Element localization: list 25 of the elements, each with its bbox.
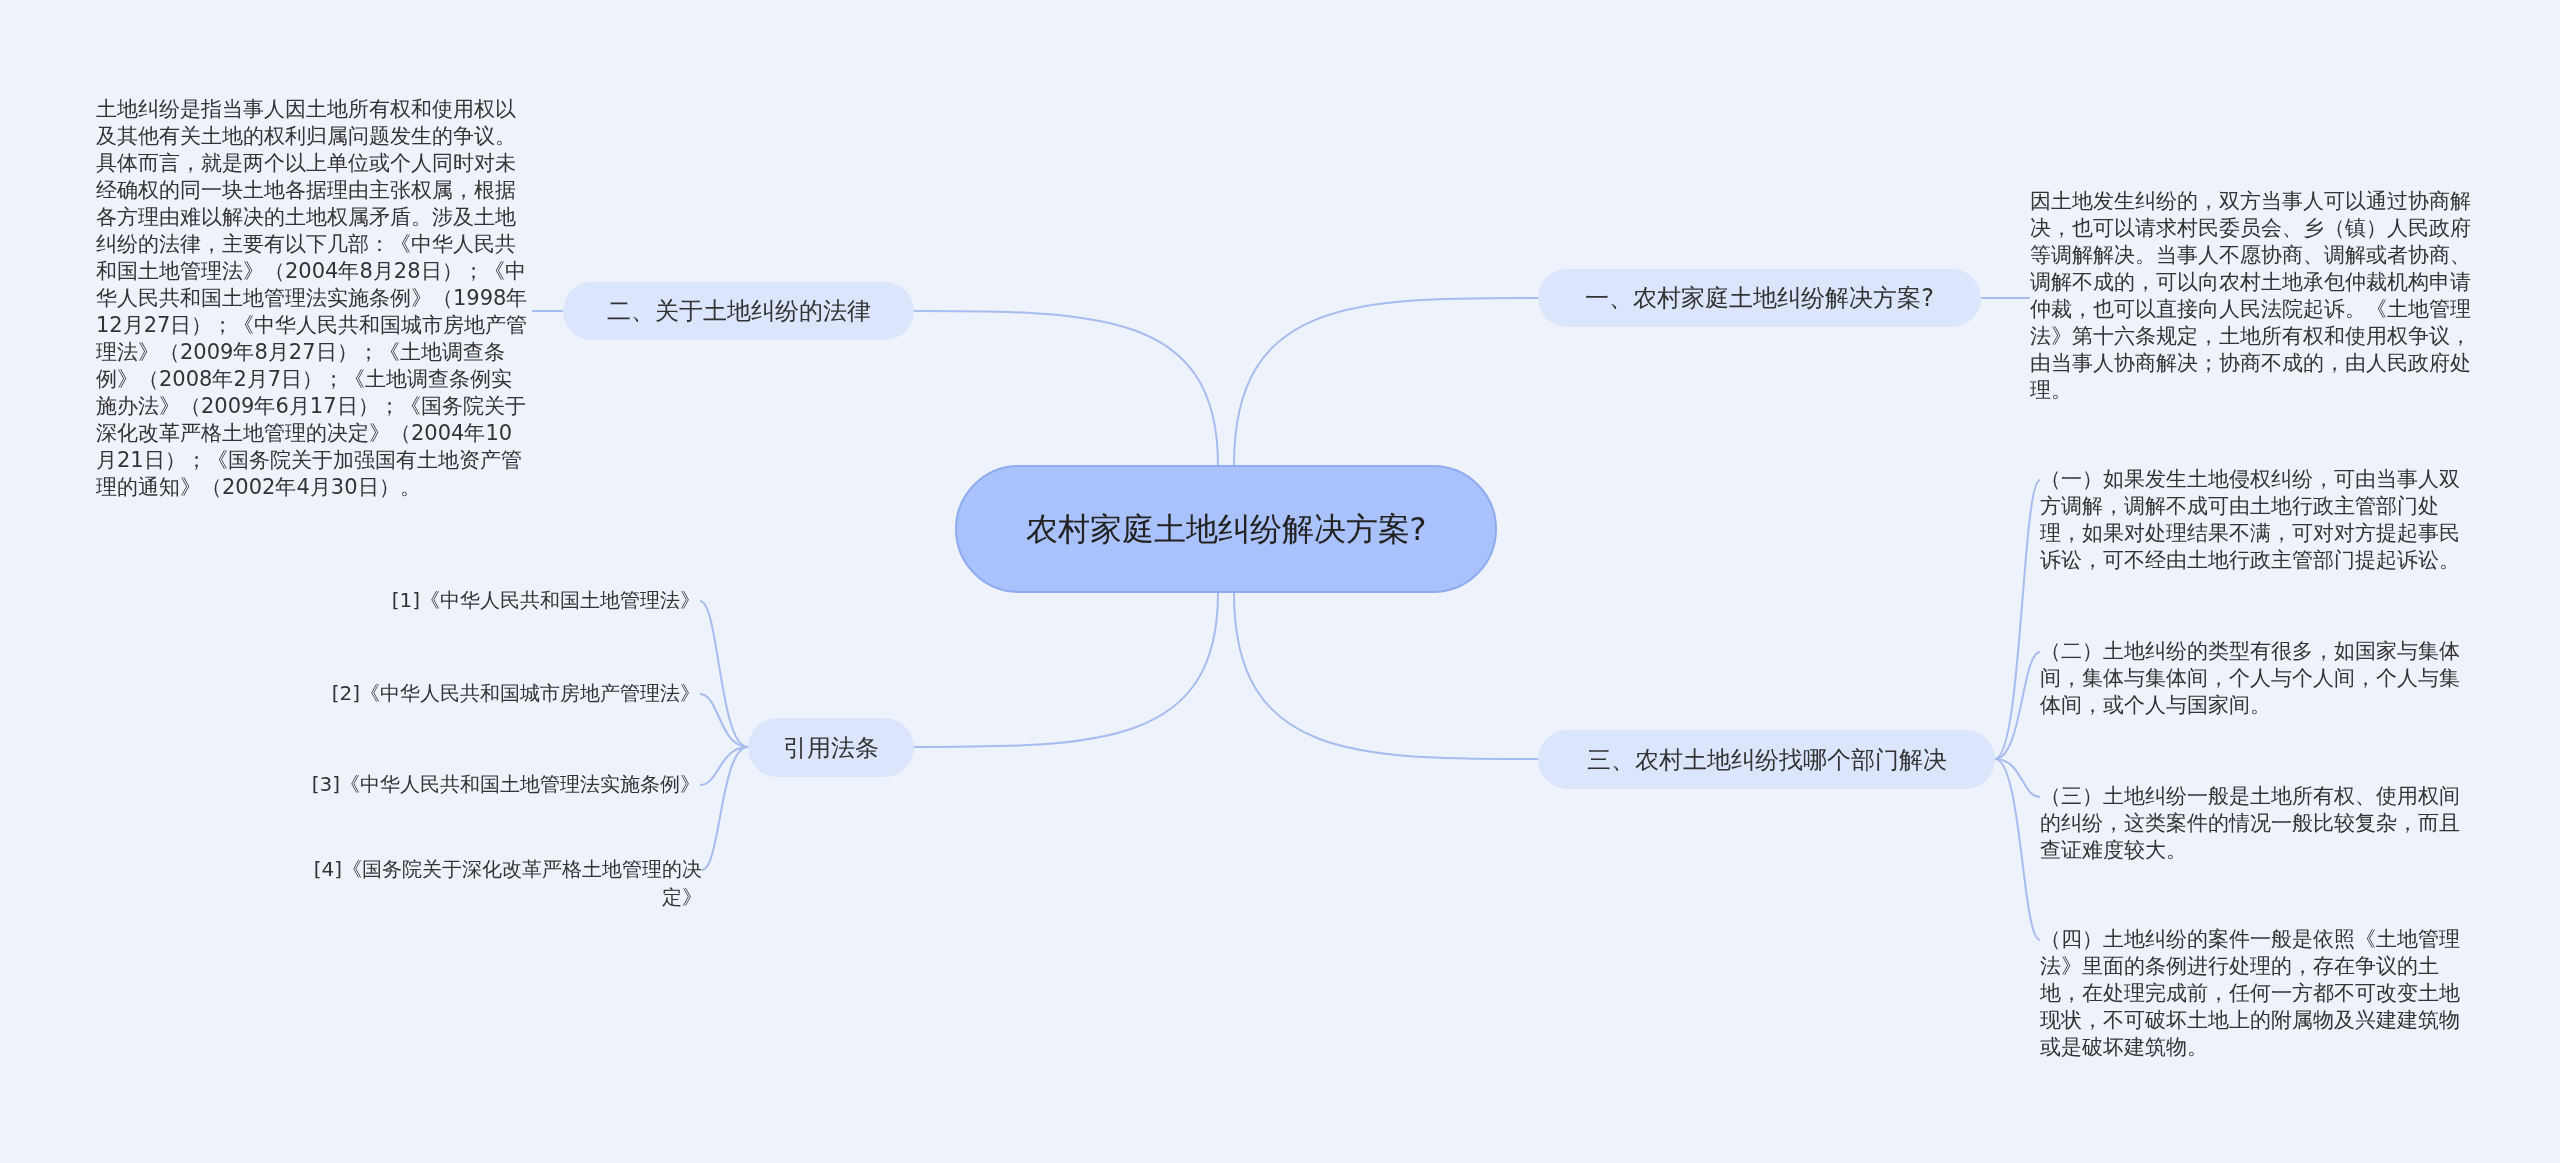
topic-box: 引用法条 <box>748 718 914 777</box>
topic-box: 二、关于土地纠纷的法律 <box>563 282 914 340</box>
note-text: （三）土地纠纷一般是土地所有权、使用权间的纠纷，这类案件的情况一般比较复杂，而且查证难度较大。 <box>2040 783 2470 864</box>
note-text: [3]《中华人民共和国土地管理法实施条例》 <box>260 770 700 798</box>
connector-line <box>1994 758 2041 798</box>
note-text: 因土地发生纠纷的，双方当事人可以通过协商解决，也可以请求村民委员会、乡（镇）人民政府等调解解决。当事人不愿协商、调解或者协商、调解不成的，可以向农村土地承包仲裁机构申请仲裁，也可以直接向人民法院起诉。《土地管理法》第十六条规定，土地所有权和使用权争议，由当事人协商解决；协商不成的，由人民政府处理。 <box>2030 188 2476 404</box>
connector-line <box>913 592 1219 748</box>
note-text: [2]《中华人民共和国城市房地产管理法》 <box>290 679 700 707</box>
topic-box: 一、农村家庭土地纠纷解决方案? <box>1538 269 1981 327</box>
connector-line <box>701 746 749 871</box>
note-text: [1]《中华人民共和国土地管理法》 <box>340 586 700 614</box>
connector-line <box>1980 297 2031 299</box>
central-topic: 农村家庭土地纠纷解决方案? <box>955 465 1497 593</box>
note-text: [4]《国务院关于深化改革严格土地管理的决定》 <box>282 855 702 911</box>
connector-line <box>1994 479 2041 760</box>
connector-line <box>1233 297 1539 466</box>
connector-line <box>913 310 1219 466</box>
note-text: （四）土地纠纷的案件一般是依照《土地管理法》里面的条例进行处理的，存在争议的土地，在处理完成前，任何一方都不可改变土地现状，不可破坏土地上的附属物及兴建建筑物或是破坏建筑物。 <box>2040 926 2470 1061</box>
note-text: （一）如果发生土地侵权纠纷，可由当事人双方调解，调解不成可由土地行政主管部门处理，如果对处理结果不满，可对对方提起事民诉讼，可不经由土地行政主管部门提起诉讼。 <box>2040 466 2470 574</box>
topic-box: 三、农村土地纠纷找哪个部门解决 <box>1538 730 1995 789</box>
connector-line <box>1994 758 2041 941</box>
note-text: （二）土地纠纷的类型有很多，如国家与集体间，集体与集体间，个人与个人间，个人与集体间，或个人与国家间。 <box>2040 638 2470 719</box>
connector-line <box>1233 592 1539 760</box>
note-text: 土地纠纷是指当事人因土地所有权和使用权以及其他有关土地的权利归属问题发生的争议。具体而言，就是两个以上单位或个人同时对未经确权的同一块土地各据理由主张权属，根据各方理由难以解决的土地权属矛盾。涉及土地纠纷的法律，主要有以下几部：《中华人民共和国土地管理法》（2004年8月28日）；《中华人民共和国土地管理法实施条例》（1998年12月27日）；《中华人民共和国城市房地产管理法》（2009年8月27日）；《土地调查条例》（2008年2月7日）；《土地调查条例实施办法》（2009年6月17日）；《国务院关于深化改革严格土地管理的决定》（2004年10月21日）；《国务院关于加强国有土地资产管理的通知》（2002年4月30日）。 <box>96 96 532 501</box>
connector-line <box>531 310 564 312</box>
